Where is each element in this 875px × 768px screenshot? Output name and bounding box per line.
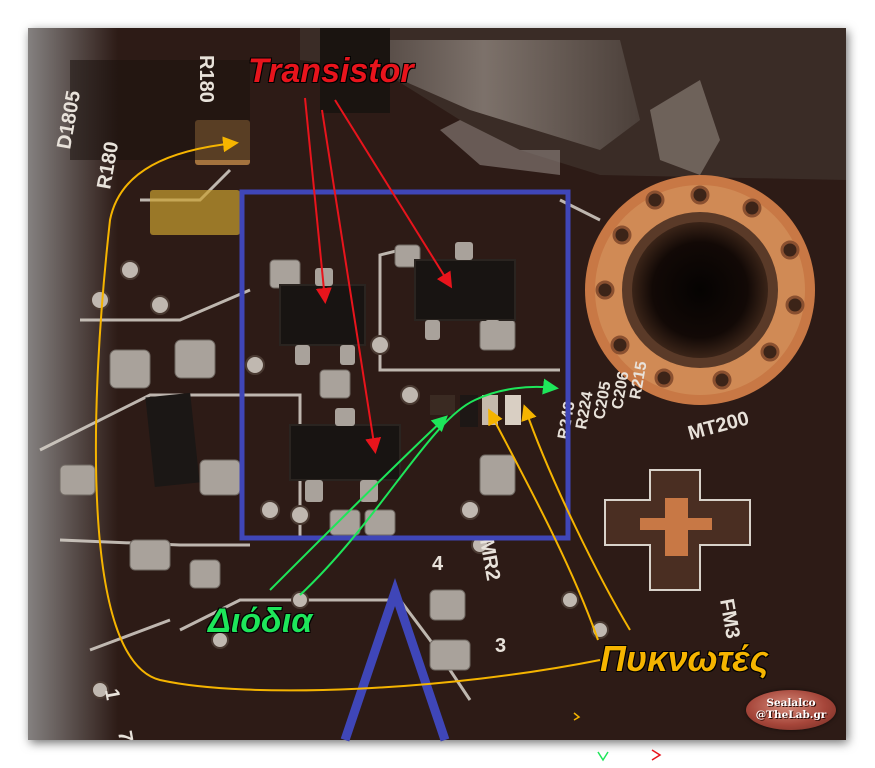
arrow-diode-2 bbox=[299, 378, 559, 596]
mounting-hole bbox=[632, 222, 768, 358]
label-transistor: Transistor bbox=[248, 52, 414, 90]
watermark-line2: @TheLab.gr bbox=[755, 709, 827, 721]
label-diodes: Διόδια bbox=[208, 602, 313, 640]
watermark-line1: Sealalco bbox=[766, 697, 816, 709]
label-capacitors: Πυκνωτές bbox=[600, 638, 769, 679]
arrow-transistor-1 bbox=[304, 97, 332, 304]
mark-red bbox=[651, 749, 662, 761]
mark-yellow bbox=[573, 712, 581, 721]
transistor-q3 bbox=[289, 424, 401, 481]
silk-r180-top: R180 bbox=[195, 55, 217, 103]
silk-1: 1 bbox=[100, 687, 124, 702]
silk-r224: R224 bbox=[573, 390, 596, 431]
silk-3: 3 bbox=[495, 635, 506, 657]
silk-r215: R215 bbox=[627, 360, 650, 401]
arrow-capacitor-loop bbox=[94, 136, 601, 692]
blue-a-shape bbox=[340, 577, 450, 742]
transistor-q1 bbox=[279, 284, 366, 346]
mark-green bbox=[597, 751, 609, 762]
silk-7: 7 bbox=[113, 729, 137, 744]
arrow-capacitor-2 bbox=[521, 404, 631, 631]
silk-c205: C205 bbox=[591, 380, 614, 421]
silk-4: 4 bbox=[432, 553, 444, 575]
arrow-capacitor-3 bbox=[488, 408, 599, 641]
watermark-seal: Sealalco @TheLab.gr bbox=[746, 690, 836, 730]
arrow-transistor-2 bbox=[321, 109, 382, 454]
silk-c206: C206 bbox=[609, 370, 632, 411]
highlight-box bbox=[239, 189, 571, 541]
arrow-diode-1 bbox=[269, 415, 448, 591]
board: R180 D1805 R180 MT200 R215 C206 C205 R22… bbox=[28, 28, 846, 744]
arrow-transistor-3 bbox=[334, 99, 453, 289]
transistor-q2 bbox=[414, 259, 516, 321]
